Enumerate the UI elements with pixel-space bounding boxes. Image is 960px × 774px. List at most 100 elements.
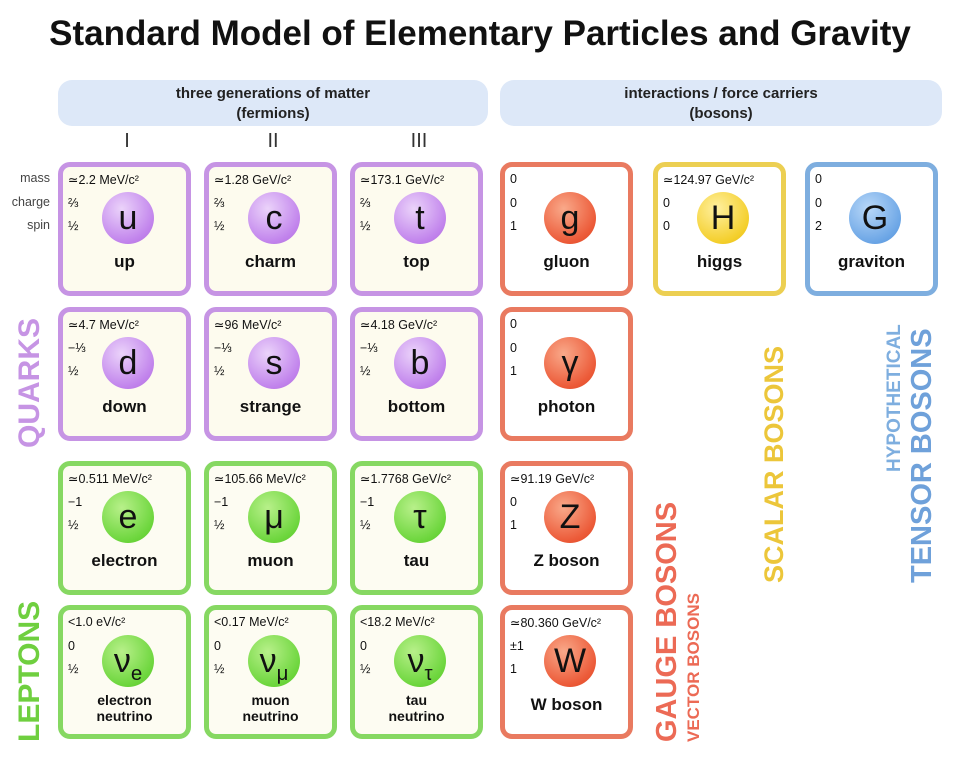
charge-value: 0 — [510, 495, 517, 509]
particle-symbol: H — [697, 192, 749, 244]
charge-value: −1 — [360, 495, 375, 509]
particle-card-graviton: 0 0 2 G graviton — [805, 162, 938, 296]
mass-value: ≃0.511 MeV/c² — [68, 472, 152, 486]
mass-value: ≃80.360 GeV/c² — [510, 616, 602, 630]
row-label-spin: spin — [27, 218, 50, 232]
particle-card-bottom: ≃4.18 GeV/c² −⅓ ½ b bottom — [350, 307, 483, 441]
mass-value: ≃4.7 MeV/c² — [68, 318, 139, 332]
particle-symbol: u — [102, 192, 154, 244]
charge-value: 0 — [360, 639, 367, 653]
charge-value: ⅔ — [214, 196, 225, 210]
charge-value: 0 — [68, 639, 75, 653]
particle-name: W boson — [530, 695, 603, 714]
particle-name-line1: muon — [251, 692, 290, 708]
particle-card-photon: 0 0 1 γ photon — [500, 307, 633, 441]
mass-value: ≃124.97 GeV/c² — [663, 173, 755, 187]
spin-value: 1 — [510, 364, 517, 378]
particle-symbol: τ — [394, 491, 446, 543]
particle-card-z-boson: ≃91.19 GeV/c² 0 1 Z Z boson — [500, 461, 633, 595]
symbol-main: ν — [113, 642, 131, 680]
particle-symbol: νμ — [248, 635, 300, 687]
spin-value: 1 — [510, 518, 517, 532]
fermions-header: three generations of matter (fermions) — [58, 80, 488, 126]
charge-value: ⅔ — [68, 196, 79, 210]
spin-value: ½ — [68, 518, 79, 532]
gauge-bosons-label: GAUGE BOSONS — [651, 501, 683, 742]
spin-value: ½ — [214, 219, 225, 233]
vector-bosons-label: VECTOR BOSONS — [684, 593, 703, 742]
charge-value: 0 — [815, 196, 822, 210]
particle-symbol: b — [394, 337, 446, 389]
bosons-header-line1: interactions / force carriers — [624, 85, 818, 102]
particle-name: photon — [537, 397, 596, 416]
charge-value: 0 — [663, 196, 670, 210]
hypothetical-label: HYPOTHETICAL — [884, 324, 905, 472]
particle-card-strange: ≃96 MeV/c² −⅓ ½ s strange — [204, 307, 337, 441]
symbol-subscript: τ — [424, 662, 433, 685]
quarks-label: QUARKS — [13, 317, 46, 448]
generation-1-label: I — [124, 130, 130, 152]
particle-name: down — [102, 397, 147, 416]
charge-value: ±1 — [510, 639, 524, 653]
particle-card-w-boson: ≃80.360 GeV/c² ±1 1 W W boson — [500, 605, 633, 739]
row-label-charge: charge — [11, 195, 50, 209]
mass-value: <0.17 MeV/c² — [214, 615, 289, 629]
mass-value: ≃1.7768 GeV/c² — [360, 472, 452, 486]
particle-name: top — [403, 252, 430, 271]
spin-value: ½ — [360, 662, 371, 676]
spin-value: ½ — [360, 364, 371, 378]
spin-value: ½ — [68, 662, 79, 676]
generation-3-label: III — [410, 130, 428, 152]
particle-name: up — [114, 252, 135, 271]
page-title: Standard Model of Elementary Particles a… — [49, 14, 911, 53]
mass-value: ≃4.18 GeV/c² — [360, 318, 438, 332]
particle-name: higgs — [696, 252, 743, 271]
mass-value: <1.0 eV/c² — [68, 615, 126, 629]
particle-card-up: ≃2.2 MeV/c² ⅔ ½ u up — [58, 162, 191, 296]
charge-value: −⅓ — [68, 341, 86, 355]
particle-symbol: d — [102, 337, 154, 389]
particle-card-down: ≃4.7 MeV/c² −⅓ ½ d down — [58, 307, 191, 441]
particle-symbol: Z — [544, 491, 596, 543]
particle-name: electron — [91, 551, 158, 570]
mass-value: ≃105.66 MeV/c² — [214, 472, 306, 486]
particle-symbol: γ — [544, 337, 596, 389]
charge-value: −1 — [68, 495, 83, 509]
mass-value: ≃91.19 GeV/c² — [510, 472, 595, 486]
particle-symbol: e — [102, 491, 154, 543]
spin-value: ½ — [360, 219, 371, 233]
spin-value: 0 — [663, 219, 670, 233]
mass-value: 0 — [510, 172, 517, 186]
particle-name-line2: neutrino — [242, 708, 299, 724]
mass-value: <18.2 MeV/c² — [360, 615, 435, 629]
spin-value: ½ — [214, 662, 225, 676]
spin-value: 1 — [510, 219, 517, 233]
particle-symbol: ντ — [394, 635, 446, 687]
particle-symbol: c — [248, 192, 300, 244]
charge-value: 0 — [510, 196, 517, 210]
charge-value: −⅓ — [360, 341, 378, 355]
scalar-bosons-label: SCALAR BOSONS — [759, 345, 789, 583]
particle-card-charm: ≃1.28 GeV/c² ⅔ ½ c charm — [204, 162, 337, 296]
mass-value: ≃173.1 GeV/c² — [360, 173, 445, 187]
particle-name: Z boson — [533, 551, 600, 570]
particle-name-line2: neutrino — [96, 708, 153, 724]
particle-name-line1: tau — [406, 692, 427, 708]
particle-symbol: μ — [248, 491, 300, 543]
particle-card-muon: ≃105.66 MeV/c² −1 ½ μ muon — [204, 461, 337, 595]
fermions-header-line2: (fermions) — [236, 105, 310, 122]
particle-name: strange — [239, 397, 302, 416]
spin-value: ½ — [68, 364, 79, 378]
spin-value: ½ — [214, 364, 225, 378]
charge-value: 0 — [214, 639, 221, 653]
particle-card-higgs: ≃124.97 GeV/c² 0 0 H higgs — [653, 162, 786, 296]
spin-value: 2 — [815, 219, 822, 233]
particle-symbol: W — [544, 635, 596, 687]
charge-value: −1 — [214, 495, 229, 509]
mass-value: ≃96 MeV/c² — [214, 318, 282, 332]
particle-card-gluon: 0 0 1 g gluon — [500, 162, 633, 296]
particle-name: muon — [247, 551, 294, 570]
